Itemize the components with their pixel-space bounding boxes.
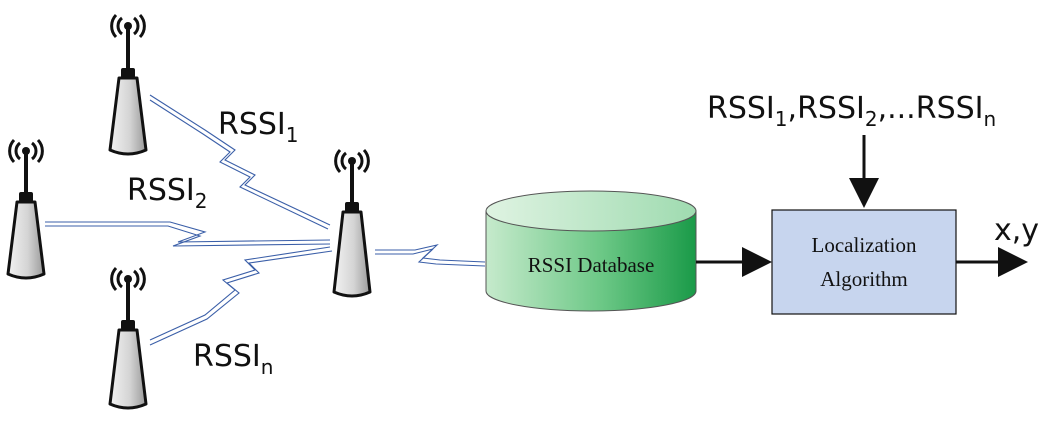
localization-algorithm-box [771, 209, 957, 315]
antenna-tower-icon [6, 138, 46, 280]
antenna-tower-icon [108, 13, 148, 156]
algorithm-line-1: Localization [812, 233, 917, 257]
link-tower-3 [149, 246, 333, 346]
database-label: RSSI Database [528, 253, 655, 277]
link-tower-1 [149, 94, 331, 230]
rssi-input-list-label: RSSI1,RSSI2,...RSSIn [707, 91, 996, 131]
rssi-n-label: RSSIn [193, 339, 273, 379]
link-tower-2 [45, 221, 331, 247]
cylinder-database-icon [485, 190, 697, 312]
rssi-1-label: RSSI1 [218, 107, 299, 147]
rssi-2-label: RSSI2 [127, 173, 208, 213]
link-to-database [375, 244, 486, 267]
algorithm-line-2: Algorithm [820, 267, 908, 291]
output-label: x,y [994, 213, 1039, 248]
antenna-tower-icon [332, 148, 372, 298]
wireless-links [45, 94, 486, 346]
antenna-tower-icon [108, 266, 148, 410]
